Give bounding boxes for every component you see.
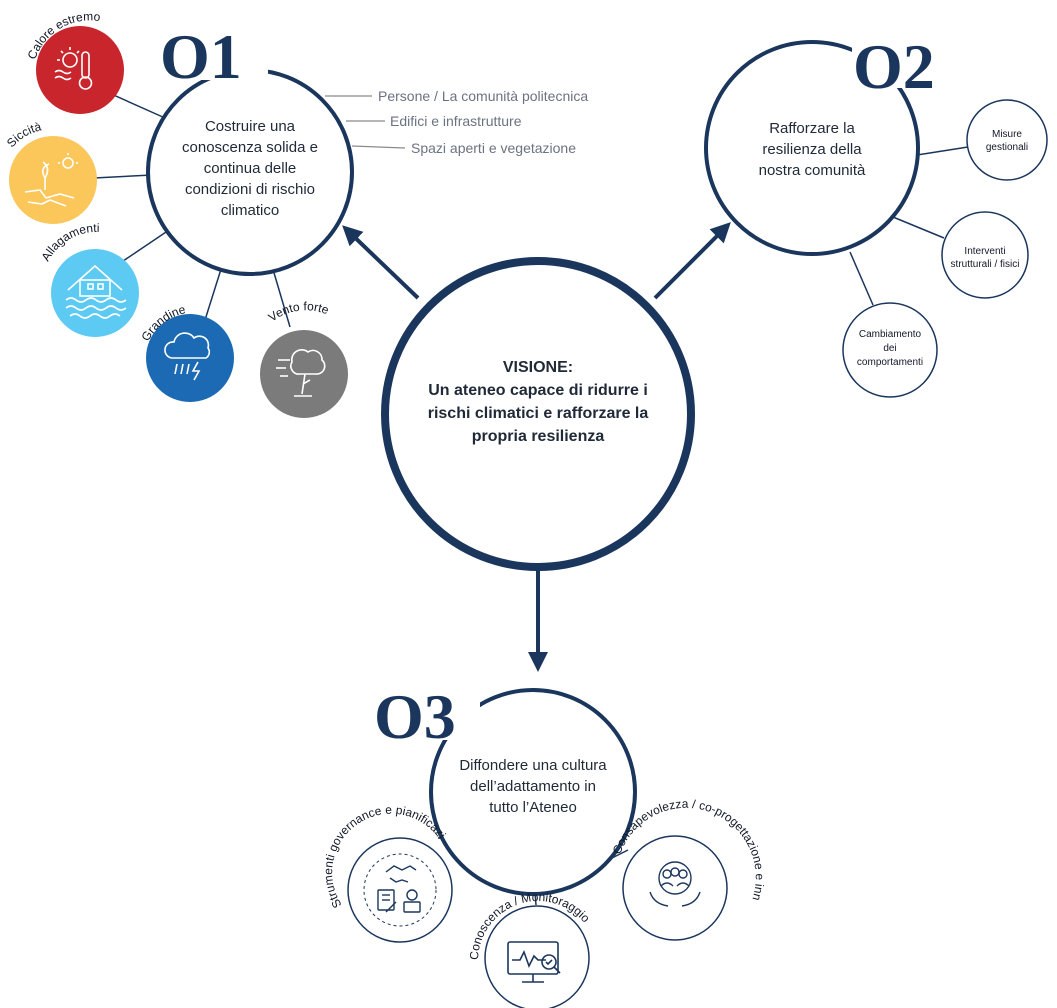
people-hands-icon — [649, 861, 701, 907]
o1-line-5: climatico — [221, 202, 279, 219]
vision-title: VISIONE: — [503, 359, 573, 376]
objective-o2: O2 Rafforzare la resilienza della nostra… — [704, 30, 982, 256]
thermometer-sun-icon — [54, 47, 93, 90]
o1-leader-buildings: Edifici e infrastrutture — [390, 113, 522, 129]
o2-sat1-line-1: Misure — [992, 129, 1022, 140]
o2-number: O2 — [853, 31, 935, 102]
drought-icon — [24, 153, 78, 207]
o2-line-2: resilienza della — [762, 141, 862, 158]
o2-satellite-behaviour: Cambiamento dei comportamenti — [842, 302, 938, 398]
o2-sat3-line-3: comportamenti — [857, 357, 923, 368]
svg-text:Vento forte: Vento forte — [266, 299, 331, 324]
monitor-chart-icon — [507, 941, 561, 983]
hazard-wind: Vento forte — [260, 299, 348, 418]
o3-line-3: tutto l’Ateneo — [489, 799, 577, 816]
vision-line-2: rischi climatici e rafforzare la — [428, 405, 649, 422]
hazard-hail: Grandine — [138, 302, 234, 402]
o2-sat2-line-1: Interventi — [964, 246, 1005, 257]
wind-tree-icon — [276, 349, 326, 397]
o3-satellite-monitoring: Conoscenza / Monitoraggio — [467, 890, 593, 1008]
o2-sat3-line-2: dei — [883, 343, 896, 354]
objective-o3: O3 Diffondere una cultura dell’adattamen… — [372, 680, 637, 896]
hazard-heat: Calore estremo — [25, 9, 124, 114]
o3-line-1: Diffondere una cultura — [459, 757, 607, 774]
vision-node: VISIONE: Un ateneo capace di ridurre i r… — [381, 257, 695, 571]
o2-sat1-line-2: gestionali — [986, 142, 1028, 153]
o2-line-3: nostra comunità — [759, 162, 866, 179]
o2-sat2-line-2: strutturali / fisici — [951, 259, 1020, 270]
o3-line-2: dell’adattamento in — [470, 778, 596, 795]
o1-leader-people: Persone / La comunità politecnica — [378, 88, 588, 104]
objective-o1: O1 Costruire una conoscenza solida e con… — [146, 21, 588, 276]
handshake-planning-icon — [377, 865, 421, 913]
arrow-to-o1 — [342, 225, 420, 300]
hail-cloud-icon — [164, 332, 211, 381]
o2-satellite-management: Misure gestionali — [966, 99, 1048, 181]
o1-line-3: continua delle — [204, 160, 297, 177]
o1-leader-open-spaces: Spazi aperti e vegetazione — [411, 140, 576, 156]
o1-line-2: conoscenza solida e — [182, 139, 318, 156]
o2-sat3-line-1: Cambiamento — [859, 329, 922, 340]
o2-line-1: Rafforzare la — [769, 120, 855, 137]
o3-number: O3 — [374, 681, 456, 752]
vision-line-1: Un ateneo capace di ridurre i — [428, 382, 648, 399]
hazard-drought: Siccità — [4, 119, 97, 224]
arrow-to-o2 — [653, 222, 731, 300]
o2-satellite-structural: Interventi strutturali / fisici — [941, 211, 1029, 299]
hazard-wind-label: Vento forte — [266, 299, 331, 324]
o1-number: O1 — [160, 21, 242, 92]
o1-line-4: condizioni di rischio — [185, 181, 315, 198]
o1-line-1: Costruire una — [205, 118, 296, 135]
hazard-flood: Allagamenti — [38, 221, 139, 337]
vision-line-3: propria resilienza — [472, 428, 605, 445]
flooded-house-icon — [65, 264, 127, 319]
